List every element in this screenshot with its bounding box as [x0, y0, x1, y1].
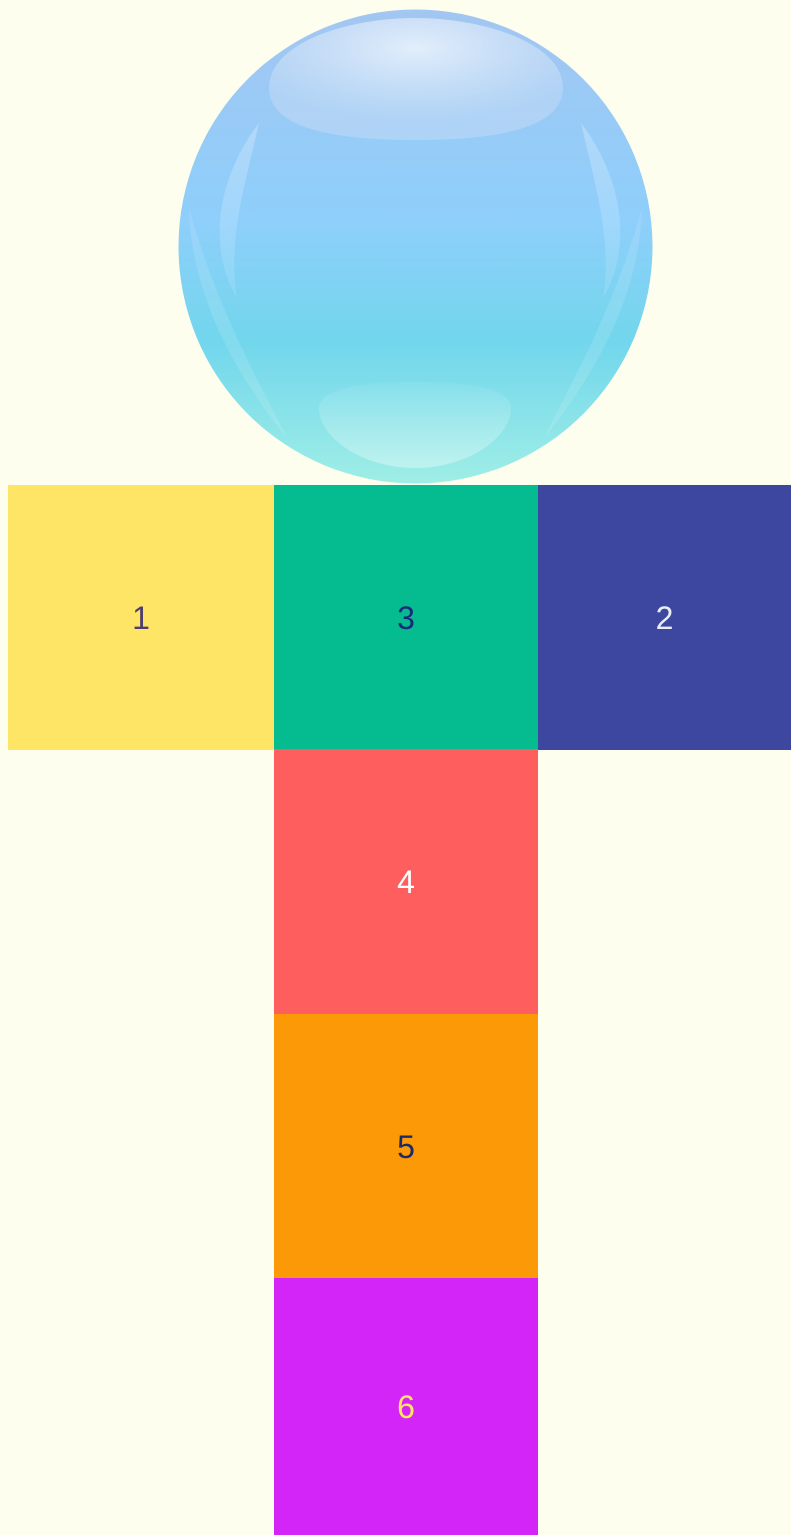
tile-4-label: 4: [397, 866, 415, 898]
tile-6-label: 6: [397, 1391, 415, 1423]
tile-1[interactable]: 1: [8, 485, 274, 750]
tile-5-label: 5: [397, 1131, 415, 1163]
tile-6[interactable]: 6: [274, 1278, 538, 1535]
glass-ball[interactable]: [177, 8, 654, 485]
tile-2-label: 2: [656, 602, 674, 634]
glass-ball-icon: [177, 8, 654, 485]
tile-3[interactable]: 3: [274, 485, 538, 750]
tile-4[interactable]: 4: [274, 749, 538, 1014]
tile-5[interactable]: 5: [274, 1014, 538, 1279]
tile-3-label: 3: [397, 602, 415, 634]
tile-2[interactable]: 2: [538, 485, 791, 750]
tile-1-label: 1: [132, 602, 150, 634]
